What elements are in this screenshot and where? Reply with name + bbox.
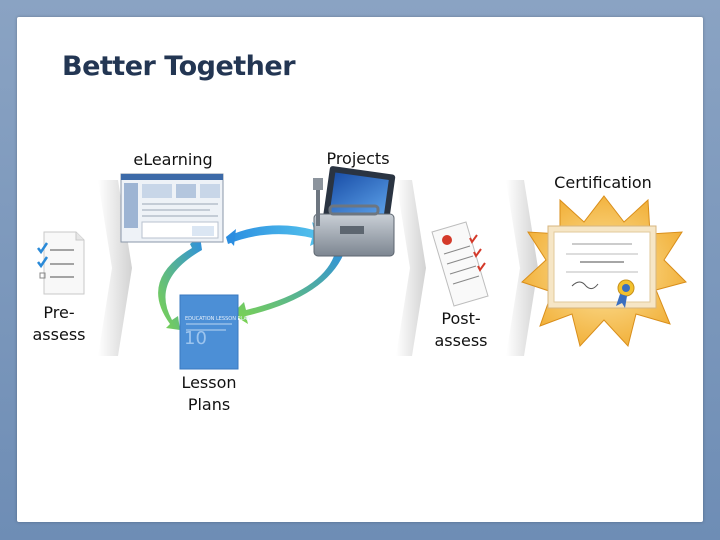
post-assess-label-line-2: assess bbox=[434, 331, 488, 350]
cycle-arrow-right bbox=[232, 248, 346, 324]
pre-assess-label: Pre- assess bbox=[30, 302, 88, 346]
elearning-label: eLearning bbox=[133, 150, 213, 169]
pre-assess-label-line-2: assess bbox=[32, 325, 86, 344]
projects-toolbox-icon bbox=[313, 166, 396, 257]
lesson-plans-label-line-2: Plans bbox=[187, 395, 231, 414]
checklist-icon bbox=[37, 231, 85, 295]
book-title: EDUCATION LESSON PLAN bbox=[185, 316, 251, 322]
cycle-arrow-left bbox=[158, 236, 202, 330]
certification-label: Certification bbox=[554, 173, 652, 192]
certificate bbox=[547, 225, 657, 309]
book-number: 10 bbox=[184, 328, 207, 349]
projects-label: Projects bbox=[326, 149, 390, 168]
lesson-plans-book: 10 EDUCATION LESSON PLAN bbox=[179, 294, 251, 370]
post-assess-label-line-1: Post- bbox=[441, 309, 481, 328]
post-assess-paper bbox=[431, 221, 489, 307]
chevron-arrow-2 bbox=[396, 180, 426, 356]
post-assess-label: Post- assess bbox=[426, 308, 496, 352]
slide-title: Better Together bbox=[62, 51, 296, 82]
elearning-screenshot bbox=[120, 173, 224, 243]
pre-assess-label-line-1: Pre- bbox=[43, 303, 75, 322]
lesson-plans-label-line-1: Lesson bbox=[181, 373, 237, 392]
cycle-arrow-top bbox=[226, 222, 330, 246]
lesson-plans-label: Lesson Plans bbox=[168, 372, 250, 416]
chevron-arrow-3 bbox=[506, 180, 538, 356]
